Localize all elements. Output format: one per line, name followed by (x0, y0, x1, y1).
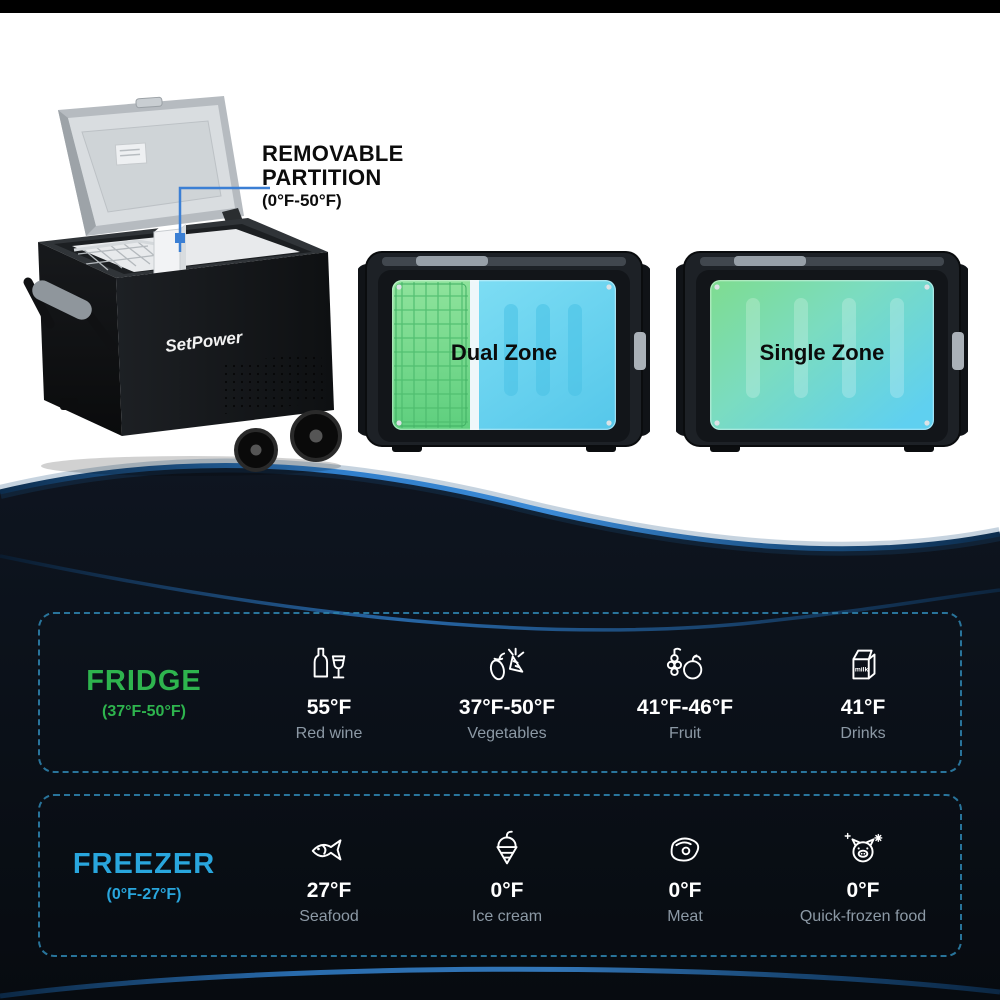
temp-value: 37°F-50°F (458, 696, 556, 719)
vegetables-icon (489, 647, 525, 681)
wine-icon (313, 647, 346, 679)
temp-value: 55°F (306, 696, 352, 719)
milk-label: milk (855, 667, 869, 674)
freezer-item-quick-frozen-food: 0°F Quick-frozen food (774, 825, 952, 926)
carry-handle (23, 277, 117, 351)
top-black-bar (0, 0, 1000, 13)
dual-zone-view (358, 251, 650, 452)
freezer-panel: FREEZER (0°F-27°F) 27°F Seafood (38, 794, 962, 957)
freezer-zone-area (392, 280, 470, 430)
temp-value: 0°F (490, 879, 524, 902)
freezer-title: FREEZER (72, 847, 216, 880)
ice-cream-icon (496, 830, 518, 865)
item-name: Ice cream (471, 908, 543, 925)
fridge-panel: FRIDGE (37°F-50°F) 55°F Red wine (38, 612, 962, 773)
fridge-title: FRIDGE (86, 664, 202, 697)
milk-carton-icon: milk (852, 649, 876, 680)
callout-line2: PARTITION (262, 164, 382, 190)
callout-range: (0°F-50°F) (262, 190, 342, 210)
latch (952, 332, 964, 370)
callout-line1: REMOVABLE (262, 141, 404, 166)
single-zone-view (676, 251, 968, 452)
fridge-item-drinks: milk 41°F Drinks (774, 642, 952, 743)
wire-basket (77, 241, 163, 271)
fridge-item-red-wine: 55°F Red wine (240, 642, 418, 743)
item-name: Meat (667, 908, 703, 925)
wheels (60, 398, 342, 472)
fruit-icon (666, 647, 703, 680)
fridge-item-vegetables: 37°F-50°F Vegetables (418, 642, 596, 743)
freezer-item-meat: 0°F Meat (596, 825, 774, 926)
temp-value: 41°F (840, 696, 886, 719)
single-zone-area (710, 280, 934, 430)
item-name: Drinks (840, 725, 886, 742)
temp-value: 41°F-46°F (636, 696, 734, 719)
cooler-product-photo: SetPower (23, 96, 342, 476)
freezer-range: (0°F-27°F) (106, 885, 182, 903)
meat-icon (670, 837, 700, 862)
cooler-body: SetPower (23, 218, 342, 472)
temp-value: 0°F (668, 879, 702, 902)
latch (634, 332, 646, 370)
freezer-item-ice-cream: 0°F Ice cream (418, 825, 596, 926)
fish-icon (311, 839, 342, 861)
temp-value: 0°F (846, 879, 880, 902)
single-zone-label: Single Zone (759, 340, 885, 365)
dual-zone-label: Dual Zone (450, 340, 558, 365)
fridge-label-block: FRIDGE (37°F-50°F) (48, 665, 240, 721)
removable-partition-callout: REMOVABLE PARTITION (0°F-50°F) (262, 142, 404, 210)
pig-icon (844, 832, 883, 863)
freezer-item-seafood: 27°F Seafood (240, 825, 418, 926)
item-name: Vegetables (467, 725, 547, 742)
fridge-range: (37°F-50°F) (102, 702, 186, 720)
item-name: Red wine (295, 725, 363, 742)
item-name: Seafood (299, 908, 359, 925)
temp-value: 27°F (306, 879, 352, 902)
freezer-label-block: FREEZER (0°F-27°F) (48, 848, 240, 904)
item-name: Fruit (669, 725, 701, 742)
fridge-item-fruit: 41°F-46°F Fruit (596, 642, 774, 743)
item-name: Quick-frozen food (799, 908, 927, 925)
partition-divider (470, 280, 479, 430)
callout-connector-line (175, 186, 270, 252)
